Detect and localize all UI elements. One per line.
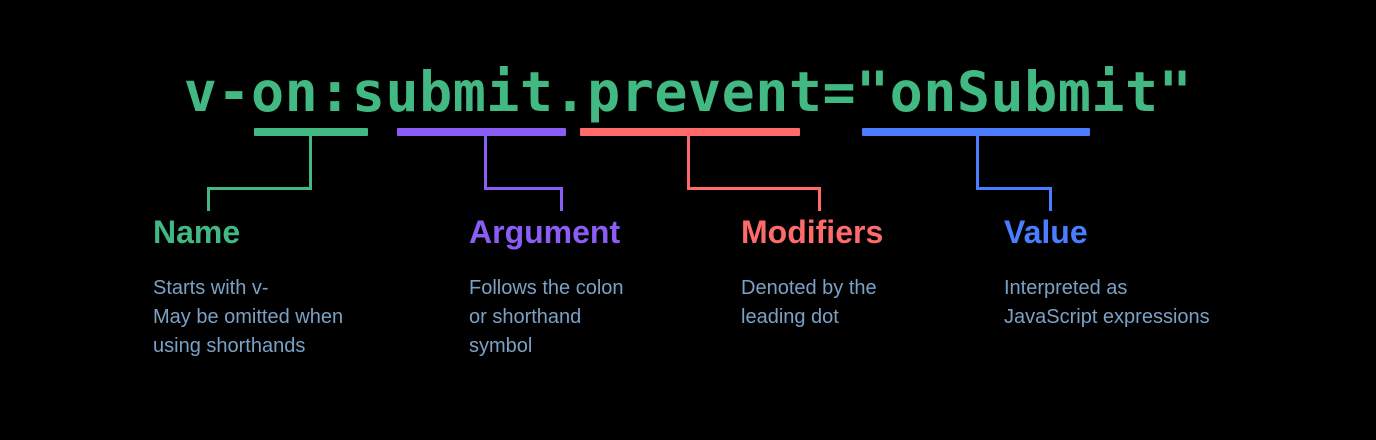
column-description-name: Starts with v- May be omitted when using… [153, 277, 344, 357]
column-description-value: Interpreted as JavaScript expressions [1004, 277, 1210, 328]
underline-bar-modifiers [580, 128, 800, 136]
column-title-argument: Argument [469, 214, 621, 250]
column-title-name: Name [153, 214, 241, 250]
bracket-stem-modifiers [687, 136, 690, 190]
bracket-run-modifiers [687, 187, 821, 190]
bracket-stem-name [309, 136, 312, 190]
bracket-stem-argument [484, 136, 487, 190]
bracket-run-value [976, 187, 1052, 190]
column-name: Name Starts with v- May be omitted when … [153, 216, 453, 361]
column-value: Value Interpreted as JavaScript expressi… [1004, 216, 1344, 332]
bracket-stem-value [976, 136, 979, 190]
bracket-tip-name [207, 187, 210, 211]
bracket-tip-modifiers [818, 187, 821, 211]
column-description-modifiers: Denoted by the leading dot [741, 277, 877, 328]
underline-bar-argument [397, 128, 566, 136]
underline-bar-value [862, 128, 1090, 136]
column-modifiers: Modifiers Denoted by the leading dot [741, 216, 986, 332]
bracket-tip-argument [560, 187, 563, 211]
code-expression: v-on:submit.prevent="onSubmit" [183, 60, 1193, 124]
column-title-value: Value [1004, 214, 1088, 250]
underline-bar-name [254, 128, 368, 136]
column-description-argument: Follows the colon or shorthand symbol [469, 277, 624, 357]
bracket-tip-value [1049, 187, 1052, 211]
bracket-run-argument [484, 187, 563, 190]
column-argument: Argument Follows the colon or shorthand … [469, 216, 719, 361]
bracket-run-name [207, 187, 311, 190]
column-title-modifiers: Modifiers [741, 214, 884, 250]
